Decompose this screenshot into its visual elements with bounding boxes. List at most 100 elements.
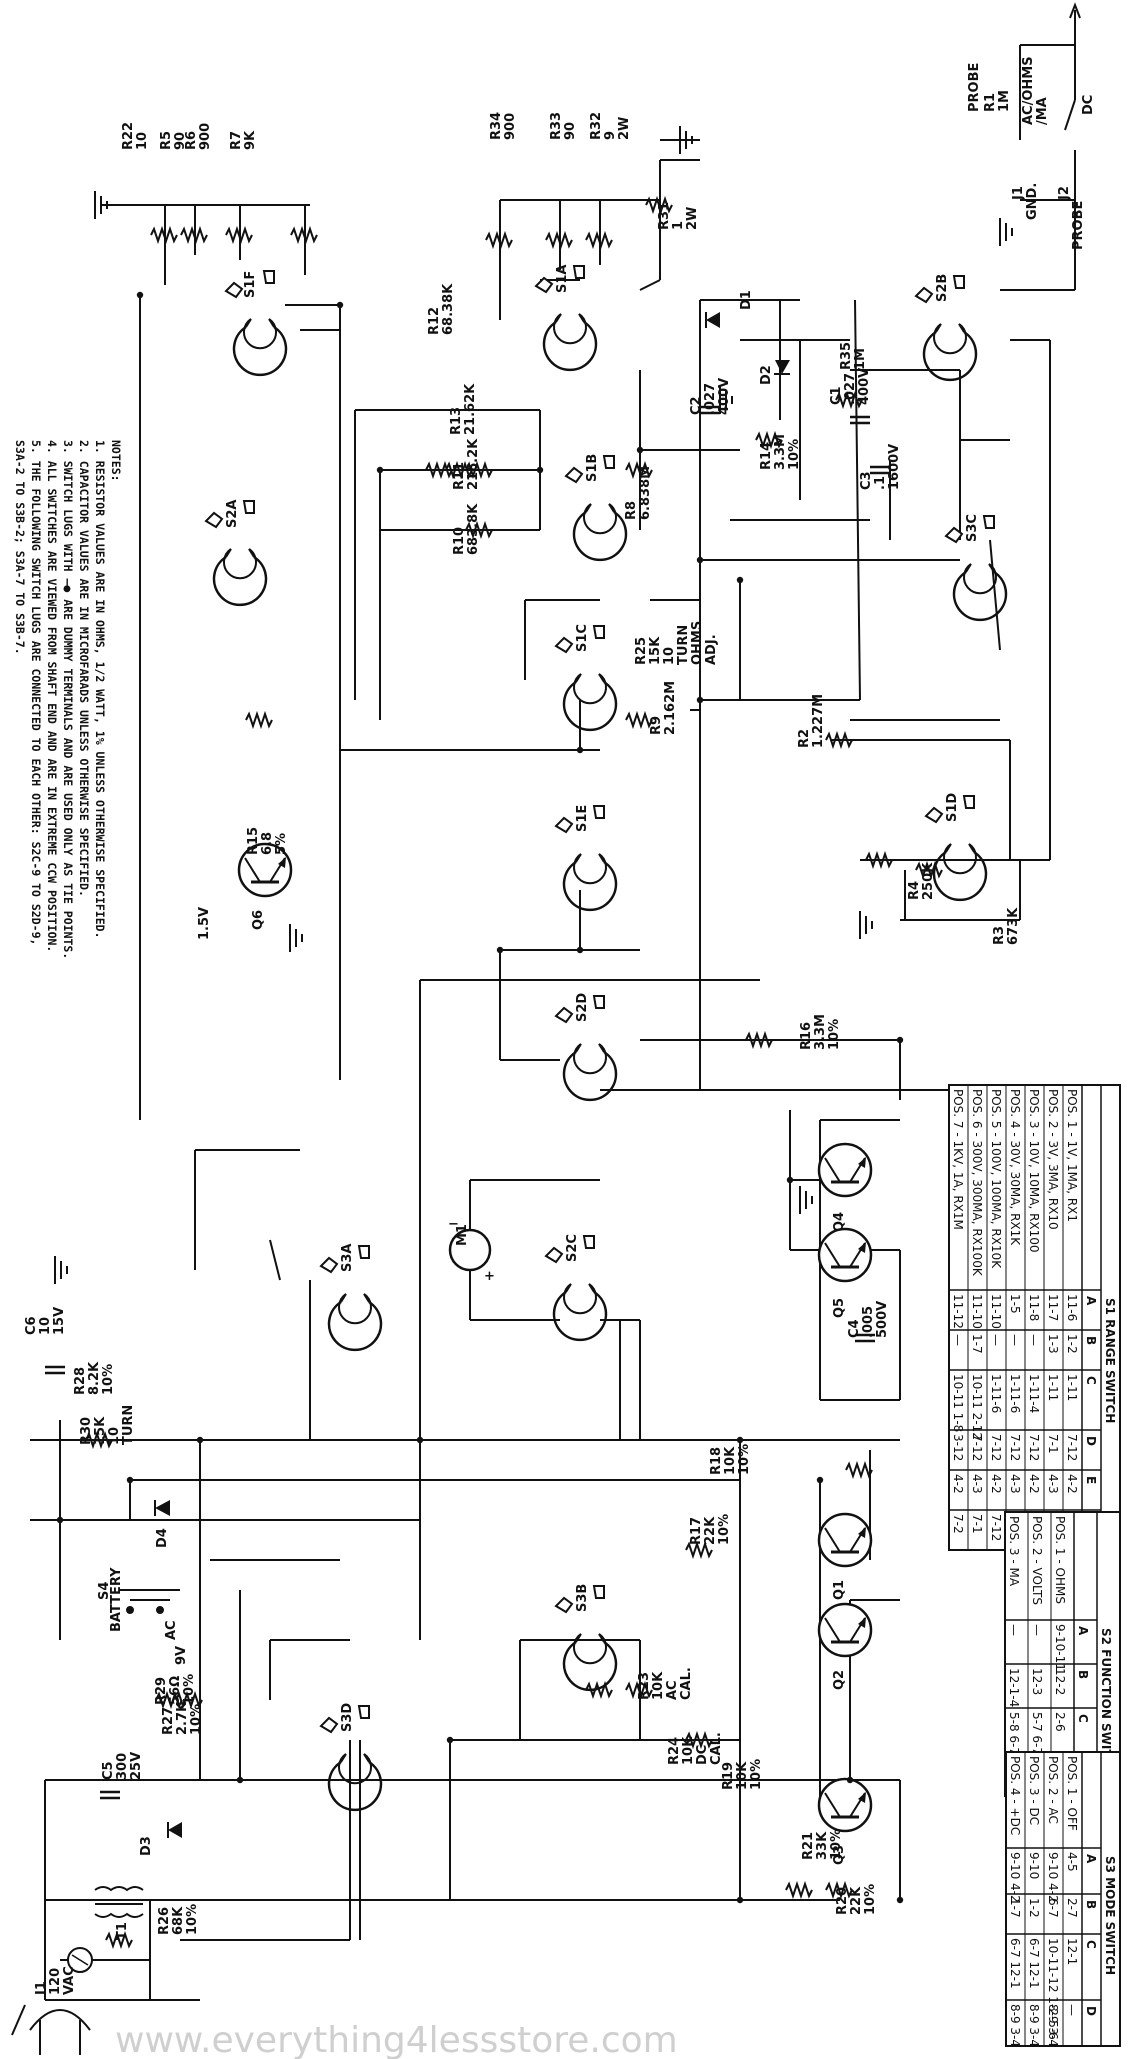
probe-label-1: PROBE xyxy=(967,63,982,112)
component-value-label: 900 xyxy=(503,113,518,140)
switch-label-S1C: S1C xyxy=(575,624,590,652)
capacitor-symbol xyxy=(45,1365,65,1375)
table-cell: 11-12 xyxy=(951,1294,965,1329)
table-cell: 4-2 xyxy=(1065,1474,1079,1494)
component-value-label: 6.838M xyxy=(638,466,653,520)
table-cell: 7-12 xyxy=(1027,1434,1041,1461)
component-id-label: R14 xyxy=(759,442,774,470)
resistor-symbol xyxy=(585,1680,613,1700)
table-col-header: A xyxy=(1076,1626,1090,1636)
component-id-label: R32 xyxy=(589,112,604,140)
resistor-symbol xyxy=(155,1690,183,1710)
component-value-label: 400V xyxy=(857,368,872,405)
table-cell: 4-2 xyxy=(1027,1474,1041,1494)
table-cell: 1-11-6 xyxy=(1008,1374,1022,1413)
junction-dot xyxy=(736,576,744,584)
component-value-label: 216.2K xyxy=(466,438,481,490)
component-value-label: ADJ. xyxy=(704,634,719,665)
table-cell: POS. 3 - DC xyxy=(1027,1756,1041,1825)
table-title: S2 FUNCTION SWITCH xyxy=(1099,1628,1113,1776)
resistor-symbol xyxy=(645,195,673,215)
junction-dot xyxy=(196,1436,204,1444)
resistor-symbol xyxy=(865,850,893,870)
table-cell: 12-1-4 xyxy=(1007,1668,1021,1707)
switch-label-S3C: S3C xyxy=(965,514,980,542)
component-value-label: CAL. xyxy=(709,1732,724,1765)
table-col-header: B xyxy=(1084,1900,1098,1909)
transistor-Q2 xyxy=(817,1602,873,1658)
table-cell: 11-8 xyxy=(1027,1294,1041,1321)
resistor-symbol xyxy=(290,225,318,245)
transistor-label-Q1: Q1 xyxy=(832,1580,847,1600)
table-cell: 11-10 xyxy=(970,1294,984,1329)
table-cell: POS. 1 - OFF xyxy=(1065,1756,1079,1831)
component-id-label: R24 xyxy=(667,1737,682,1765)
transistor-Q3 xyxy=(817,1777,873,1833)
table-cell: POS. 2 - VOLTS xyxy=(1030,1516,1044,1605)
table-col-header: C xyxy=(1084,1940,1098,1949)
component-value-label: TURN xyxy=(121,1405,136,1445)
junction-dot xyxy=(416,1436,424,1444)
component-value-label: 500V xyxy=(875,1301,890,1338)
transistor-Q5 xyxy=(817,1227,873,1283)
table-cell: 5-8 6-7 xyxy=(1007,1712,1021,1755)
resistor-symbol xyxy=(785,1880,813,1900)
diode-D1 xyxy=(705,312,720,328)
table-cell: 6-7 12-1 xyxy=(1008,1938,1022,1989)
component-value-label: 15V xyxy=(52,1307,67,1335)
component-value-label: 10 xyxy=(135,132,150,150)
component-value-label: 9K xyxy=(243,130,258,150)
table-cell: 9-10 xyxy=(1027,1852,1041,1879)
switch-label-S1D: S1D xyxy=(945,793,960,822)
transistor-label-Q5: Q5 xyxy=(832,1298,847,1318)
table-cell: 4-2 xyxy=(989,1474,1003,1494)
table-cell: 9-10-11 xyxy=(1053,1624,1067,1671)
resistor-symbol xyxy=(625,710,653,730)
probe-labels: PROBE R1 1M AC/OHMS /MA DC J2 PROBE J1 G… xyxy=(967,56,1096,250)
table-cell: 1-7 xyxy=(1008,1898,1022,1918)
resistor-symbol xyxy=(755,430,783,450)
component-id-label: R5 xyxy=(159,131,174,150)
resistor-symbol xyxy=(915,860,943,880)
component-value-label: AC xyxy=(665,1680,680,1700)
junction-dot xyxy=(816,1476,824,1484)
switch-label-S3D: S3D xyxy=(340,1703,355,1732)
table-cell: 2-6 xyxy=(1053,1712,1067,1732)
switch-label-S3A: S3A xyxy=(340,1244,355,1272)
note-3: 3. SWITCH LUGS WITH —● ARE DUMMY TERMINA… xyxy=(61,440,75,959)
svg-text:M1: M1 xyxy=(455,1224,470,1246)
table-cell: — xyxy=(1027,1334,1041,1346)
component-id-label: R6 xyxy=(184,131,199,150)
diode-D2 xyxy=(774,360,790,375)
battery-1-5v-label: 1.5V xyxy=(197,907,212,940)
component-value-label: 2.7K xyxy=(175,1701,190,1735)
resistor-symbol xyxy=(585,230,613,250)
component-value-label: OHMS xyxy=(690,621,705,665)
component-id-label: C5 xyxy=(101,1761,116,1780)
battery-9v-label: 9V xyxy=(174,1646,189,1665)
resistor-symbol xyxy=(175,1690,203,1710)
table-cell: 8-9 3-4 xyxy=(1027,2004,1041,2047)
component-id-label: R26 xyxy=(157,1907,172,1935)
table-cell: POS. 4 - +DC xyxy=(1008,1756,1022,1835)
table-cell: 1-7 xyxy=(970,1334,984,1354)
r1-label: R1 xyxy=(983,93,998,112)
component-value-label: TURN xyxy=(676,625,691,665)
table-col-header: A xyxy=(1084,1854,1098,1864)
component-id-label: R27 xyxy=(161,1707,176,1735)
battery-label: BATTERY xyxy=(109,1567,124,1632)
component-value-label: 3.3M xyxy=(773,434,788,470)
table-col-header: D xyxy=(1084,2006,1098,2016)
resistor-symbol xyxy=(625,1680,653,1700)
table-cell: 4-3 xyxy=(1046,1474,1060,1494)
table-col-header: D xyxy=(1084,1436,1098,1446)
component-value-label: 68.38K xyxy=(441,283,456,335)
